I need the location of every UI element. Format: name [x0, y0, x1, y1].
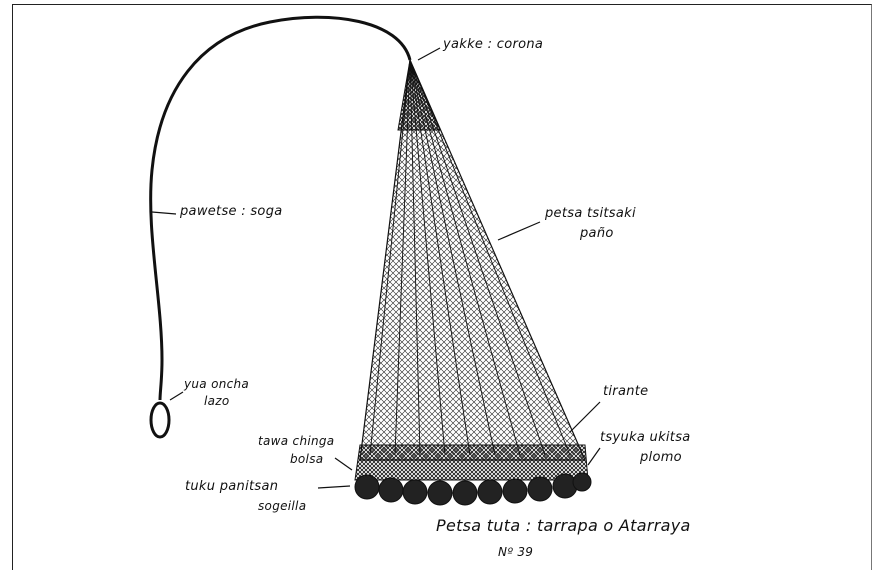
label-tirante: tirante: [603, 384, 648, 399]
label-yakke: yakke : corona: [443, 37, 543, 52]
caption-title: Petsa tuta : tarrapa o Atarraya: [436, 516, 691, 535]
label-tawa-line2: bolsa: [290, 452, 323, 466]
net-bolsa-band: [355, 445, 588, 480]
label-tsyuka-line2: plomo: [640, 450, 682, 465]
label-pawetse: pawetse : soga: [180, 204, 283, 219]
label-petsa-line2: paño: [580, 226, 614, 241]
caption-number: Nº 39: [498, 545, 533, 559]
label-tawa-line1: tawa chinga: [258, 434, 334, 448]
net-body: [360, 60, 585, 460]
label-tsyuka-line1: tsyuka ukitsa: [600, 430, 691, 445]
label-tuku-line2: sogeilla: [258, 499, 306, 513]
loop-shape: [151, 403, 169, 437]
label-yua-line2: lazo: [204, 394, 230, 408]
label-petsa-line1: petsa tsitsaki: [545, 206, 636, 221]
label-yua-line1: yua oncha: [184, 377, 249, 391]
label-tuku-line1: tuku panitsan: [185, 479, 278, 494]
